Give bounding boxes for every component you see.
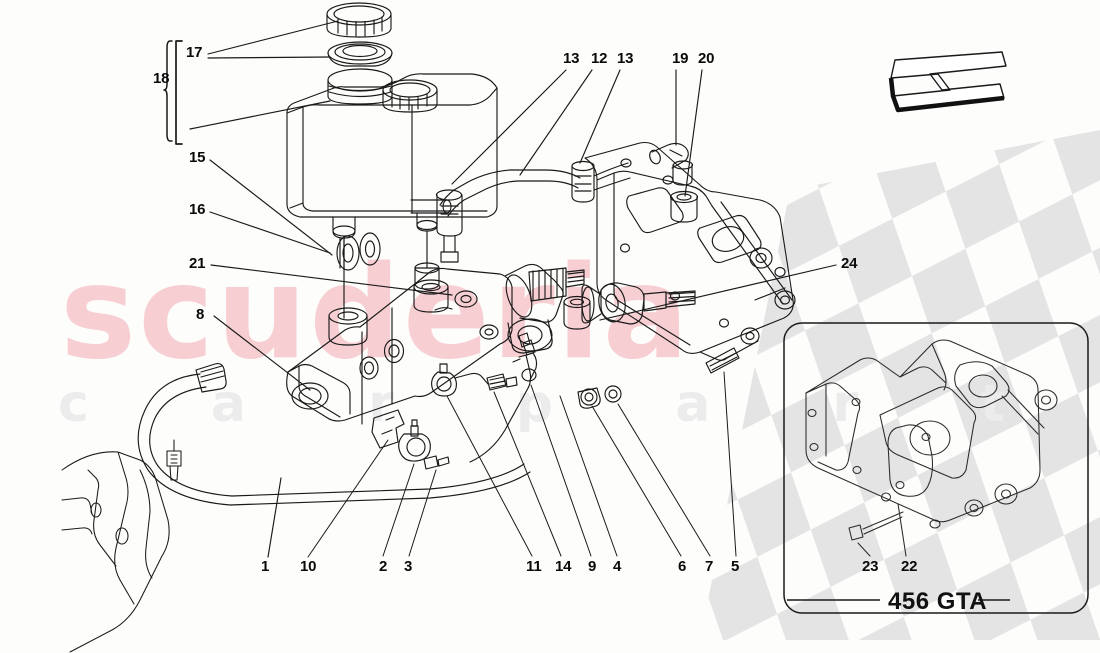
callout-11[interactable]: 11 <box>526 558 542 575</box>
callout-19[interactable]: 19 <box>672 50 689 67</box>
washer-7 <box>604 385 622 403</box>
callout-10[interactable]: 10 <box>300 558 317 575</box>
pipe-9 <box>469 339 538 463</box>
grommet-20 <box>669 190 699 223</box>
leader-13a <box>451 69 567 185</box>
leader-13b <box>579 69 621 164</box>
leader-20 <box>684 69 703 197</box>
port-left <box>328 307 368 346</box>
callout-1[interactable]: 1 <box>261 558 270 575</box>
callout-21[interactable]: 21 <box>189 255 206 272</box>
callout-14[interactable]: 14 <box>555 558 572 575</box>
screw-4 <box>518 332 531 348</box>
bracket-18 <box>163 40 183 145</box>
leader-lines-bottom <box>307 371 737 558</box>
callout-2[interactable]: 2 <box>379 558 388 575</box>
hose-clamp-13 <box>571 160 595 203</box>
callout-16[interactable]: 16 <box>189 201 206 218</box>
callout-4[interactable]: 4 <box>613 558 622 575</box>
callout-8[interactable]: 8 <box>196 306 205 323</box>
clutch-master-cylinder <box>504 263 585 354</box>
callout-5[interactable]: 5 <box>731 558 740 575</box>
pin-5 <box>705 347 740 374</box>
callout-13-left[interactable]: 13 <box>563 50 580 67</box>
brake-fluid-reservoir <box>286 68 498 239</box>
callout-3[interactable]: 3 <box>404 558 413 575</box>
flexible-hose-1 <box>137 362 531 506</box>
leader-1 <box>267 477 282 558</box>
bolt-3 <box>423 455 450 470</box>
leader-8 <box>213 315 311 391</box>
callout-15[interactable]: 15 <box>189 149 206 166</box>
callout-7[interactable]: 7 <box>705 558 714 575</box>
pedal-box-bracket <box>584 141 796 361</box>
banjo-bolt-19 <box>649 142 694 186</box>
callout-23-inset[interactable]: 23 <box>862 558 879 575</box>
lower-bush <box>414 262 440 290</box>
callout-22-inset[interactable]: 22 <box>901 558 918 575</box>
master-cylinder-body <box>286 267 513 425</box>
bush-lower-right <box>563 295 591 330</box>
clutch-housing-partial <box>61 439 182 653</box>
callout-17[interactable]: 17 <box>186 44 203 61</box>
clip-11 <box>431 363 457 397</box>
callout-12[interactable]: 12 <box>591 50 608 67</box>
callout-18[interactable]: 18 <box>153 70 170 87</box>
callout-24[interactable]: 24 <box>841 255 858 272</box>
callout-6[interactable]: 6 <box>678 558 687 575</box>
clip-2 <box>398 419 431 462</box>
hardware-cluster <box>371 332 740 470</box>
callout-13-right[interactable]: 13 <box>617 50 634 67</box>
leader-15 <box>209 159 333 256</box>
nut-6 <box>577 387 601 409</box>
callout-20[interactable]: 20 <box>698 50 715 67</box>
leader-12 <box>519 69 593 176</box>
leader-24 <box>599 264 837 321</box>
reservoir-cap-large <box>326 2 392 38</box>
union-14 <box>454 372 518 391</box>
leader-16 <box>209 211 331 254</box>
leader-21 <box>210 264 453 296</box>
leader-17 <box>207 20 339 59</box>
reservoir-cap-seal <box>327 41 393 67</box>
callout-9[interactable]: 9 <box>588 558 597 575</box>
grommet-16 <box>359 232 381 266</box>
inset-title: 456 GTA <box>888 588 988 615</box>
